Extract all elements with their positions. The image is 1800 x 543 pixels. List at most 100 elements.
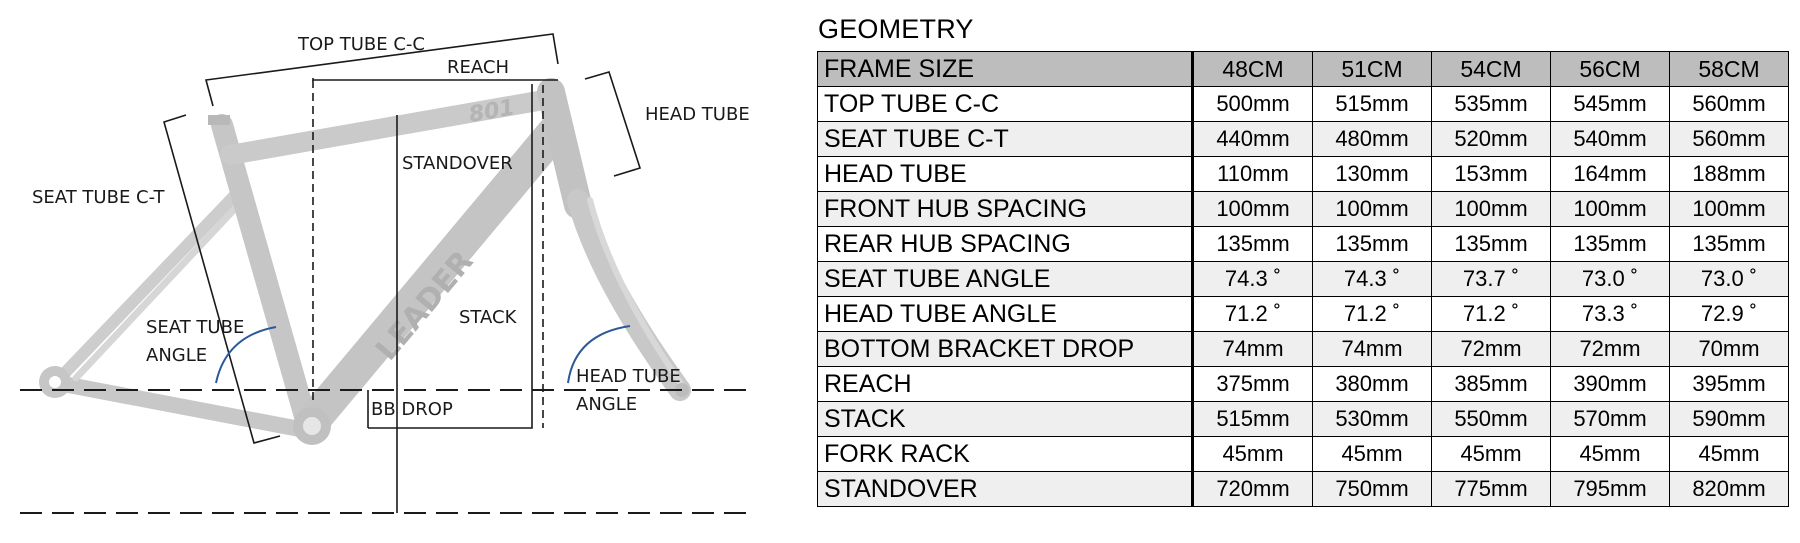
head-tube-dimension	[584, 71, 642, 177]
top-tube-label: TOP TUBE C-C	[298, 34, 425, 55]
row-value: 775mm	[1431, 471, 1551, 507]
row-value: 560mm	[1669, 121, 1789, 157]
size-header-54: 54CM	[1431, 51, 1551, 87]
row-value: 130mm	[1312, 156, 1432, 192]
row-value: 73.0 ˚	[1669, 261, 1789, 297]
standover-label: STANDOVER	[402, 153, 513, 174]
row-label: REACH	[817, 366, 1194, 402]
row-value: 795mm	[1550, 471, 1670, 507]
row-label: BOTTOM BRACKET DROP	[817, 331, 1194, 367]
head-tube-angle-label-line2: ANGLE	[576, 394, 638, 415]
row-label: TOP TUBE C-C	[817, 86, 1194, 122]
row-value: 720mm	[1192, 471, 1313, 507]
row-value: 560mm	[1669, 86, 1789, 122]
row-label: FORK RACK	[817, 436, 1194, 472]
row-value: 100mm	[1192, 191, 1313, 227]
geometry-title: GEOMETRY	[818, 14, 974, 44]
row-value: 72mm	[1550, 331, 1670, 367]
row-value: 45mm	[1669, 436, 1789, 472]
frame-size-header: FRAME SIZE	[817, 51, 1194, 87]
row-value: 135mm	[1431, 226, 1551, 262]
size-header-48: 48CM	[1192, 51, 1313, 87]
row-value: 71.2 ˚	[1312, 296, 1432, 332]
row-label: STANDOVER	[817, 471, 1194, 507]
row-value: 100mm	[1312, 191, 1432, 227]
row-value: 380mm	[1312, 366, 1432, 402]
row-value: 135mm	[1669, 226, 1789, 262]
row-value: 74.3 ˚	[1312, 261, 1432, 297]
size-header-56: 56CM	[1550, 51, 1670, 87]
bike-frame	[50, 78, 691, 438]
row-value: 73.3 ˚	[1550, 296, 1670, 332]
row-value: 188mm	[1669, 156, 1789, 192]
bb-drop-label: BB DROP	[371, 399, 453, 420]
row-value: 71.2 ˚	[1431, 296, 1551, 332]
row-value: 45mm	[1550, 436, 1670, 472]
row-value: 70mm	[1669, 331, 1789, 367]
seat-tube-dimension	[163, 114, 281, 444]
row-label: HEAD TUBE ANGLE	[817, 296, 1194, 332]
size-header-51: 51CM	[1312, 51, 1432, 87]
row-value: 540mm	[1550, 121, 1670, 157]
row-value: 153mm	[1431, 156, 1551, 192]
seat-tube-angle-arc	[215, 326, 277, 384]
row-value: 570mm	[1550, 401, 1670, 437]
reach-label: REACH	[447, 57, 509, 78]
row-value: 45mm	[1312, 436, 1432, 472]
stack-dimension	[460, 84, 533, 429]
size-header-58: 58CM	[1669, 51, 1789, 87]
geometry-table: FRAME SIZE 48CM 51CM 54CM 56CM 58CM TOP …	[817, 51, 1789, 507]
row-value: 71.2 ˚	[1192, 296, 1313, 332]
row-label: REAR HUB SPACING	[817, 226, 1194, 262]
row-value: 164mm	[1550, 156, 1670, 192]
row-value: 480mm	[1312, 121, 1432, 157]
model-logo: 801	[467, 95, 517, 128]
row-value: 74.3 ˚	[1192, 261, 1313, 297]
seat-tube-angle-label-line2: ANGLE	[146, 345, 208, 366]
row-value: 100mm	[1550, 191, 1670, 227]
dimension-lines	[163, 33, 642, 513]
row-value: 100mm	[1431, 191, 1551, 227]
row-value: 440mm	[1192, 121, 1313, 157]
row-value: 45mm	[1192, 436, 1313, 472]
frame-geometry-diagram: LEADER 801	[0, 0, 790, 543]
row-value: 110mm	[1192, 156, 1313, 192]
head-tube-angle-label-line1: HEAD TUBE	[576, 366, 681, 387]
row-value: 73.7 ˚	[1431, 261, 1551, 297]
row-value: 750mm	[1312, 471, 1432, 507]
row-value: 515mm	[1312, 86, 1432, 122]
row-value: 72.9 ˚	[1669, 296, 1789, 332]
row-value: 395mm	[1669, 366, 1789, 402]
row-value: 390mm	[1550, 366, 1670, 402]
seat-tube-angle-label-line1: SEAT TUBE	[146, 317, 245, 338]
top-tube-dimension	[204, 33, 559, 107]
row-value: 100mm	[1669, 191, 1789, 227]
row-label: HEAD TUBE	[817, 156, 1194, 192]
row-value: 590mm	[1669, 401, 1789, 437]
head-tube-label: HEAD TUBE	[645, 104, 750, 125]
row-value: 135mm	[1550, 226, 1670, 262]
row-value: 385mm	[1431, 366, 1551, 402]
row-value: 74mm	[1192, 331, 1313, 367]
row-label: FRONT HUB SPACING	[817, 191, 1194, 227]
table-header-row: FRAME SIZE 48CM 51CM 54CM 56CM 58CM	[817, 51, 1789, 87]
row-value: 73.0 ˚	[1550, 261, 1670, 297]
row-value: 45mm	[1431, 436, 1551, 472]
row-value: 375mm	[1192, 366, 1313, 402]
reach-dimension	[312, 78, 558, 81]
row-label: SEAT TUBE ANGLE	[817, 261, 1194, 297]
row-label: SEAT TUBE C-T	[817, 121, 1194, 157]
row-value: 515mm	[1192, 401, 1313, 437]
row-label: STACK	[817, 401, 1194, 437]
stack-label: STACK	[459, 307, 517, 328]
